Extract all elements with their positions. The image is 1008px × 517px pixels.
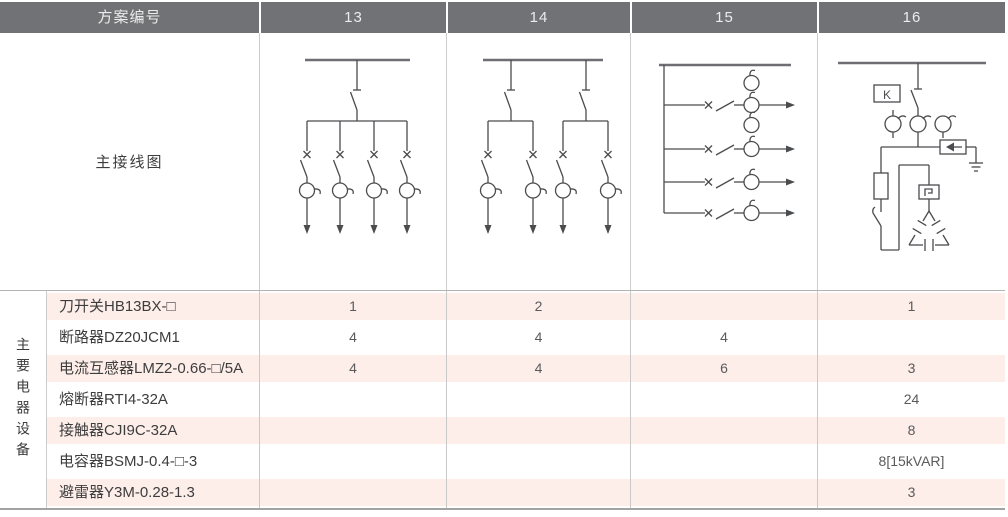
- knife-switch-icon: [349, 59, 362, 122]
- qty-scheme-16: 3: [817, 477, 1005, 508]
- equipment-name: 避雷器Y3M-0.28-1.3: [59, 484, 195, 501]
- table-row: 电流互感器LMZ2-0.66-□/5A 4 4 6 3: [47, 353, 1005, 384]
- break-switch-icon: [872, 206, 882, 227]
- qty-scheme-16: 8: [817, 415, 1005, 446]
- table-row: 接触器CJI9C-32A 8: [47, 415, 1005, 446]
- k-box: [873, 84, 901, 103]
- k-box-label: K: [883, 88, 891, 102]
- equipment-name: 电容器BSMJ-0.4-□-3: [59, 453, 198, 470]
- qty-scheme-13: 4: [259, 353, 446, 384]
- qty-scheme-15: 6: [630, 353, 817, 384]
- qty-scheme-16: 8[15kVAR]: [817, 446, 1005, 477]
- qty-scheme-13: 1: [259, 291, 446, 322]
- qty-scheme-13: [259, 384, 446, 415]
- scheme-15-header: 15: [630, 2, 817, 33]
- table-row: 熔断器RTI4-32A 24: [47, 384, 1005, 415]
- scheme-16-header: 16: [817, 2, 1005, 33]
- current-transformer-icon: [743, 69, 760, 92]
- scheme-14-cell: [446, 33, 630, 290]
- table-header: 方案编号 13 14 15 16: [0, 2, 1005, 33]
- diagram-row-label: 主接线图: [95, 154, 164, 171]
- breaker-ct-feeder: [663, 199, 796, 222]
- table-row: 避雷器Y3M-0.28-1.3 3: [47, 477, 1005, 508]
- qty-scheme-13: [259, 415, 446, 446]
- breaker-ct-feeder: [298, 120, 321, 235]
- equipment-group-label-cell: 主要电器设备: [0, 291, 47, 508]
- surge-arrester-icon: [939, 139, 967, 155]
- equipment-name: 刀开关HB13BX-□: [59, 298, 176, 315]
- current-transformer-icon: [934, 115, 957, 138]
- qty-scheme-14: [446, 446, 630, 477]
- breaker-ct-feeder: [524, 120, 547, 235]
- table-bottom-rule: [0, 508, 1005, 510]
- scheme-16-cell: K: [817, 33, 1005, 290]
- equipment-group-label: 主要电器设备: [15, 336, 31, 463]
- table-row: 电容器BSMJ-0.4-□-3 8[15kVAR]: [47, 446, 1005, 477]
- breaker-ct-feeder: [365, 120, 388, 235]
- breaker-ct-feeder: [663, 135, 796, 158]
- qty-scheme-14: 4: [446, 322, 630, 353]
- qty-scheme-13: [259, 477, 446, 508]
- qty-scheme-14: [446, 415, 630, 446]
- qty-scheme-16: 1: [817, 291, 1005, 322]
- scheme-14-diagram: [479, 58, 622, 235]
- qty-scheme-15: 4: [630, 322, 817, 353]
- ground-icon: [969, 162, 983, 172]
- scheme-13-diagram: [298, 58, 421, 235]
- capacitor-delta-icon: [908, 210, 950, 251]
- qty-scheme-15: [630, 415, 817, 446]
- breaker-ct-feeder: [663, 91, 796, 114]
- knife-switch-icon: [910, 89, 919, 109]
- knife-switch-icon: [503, 59, 516, 122]
- equipment-name: 熔断器RTI4-32A: [59, 391, 168, 408]
- qty-scheme-16: 24: [817, 384, 1005, 415]
- scheme-16-diagram: K: [838, 61, 986, 251]
- qty-scheme-14: [446, 384, 630, 415]
- breaker-ct-feeder: [479, 120, 502, 235]
- qty-scheme-15: [630, 384, 817, 415]
- scheme-number-header: 方案编号: [0, 2, 259, 33]
- scheme-14-header: 14: [446, 2, 630, 33]
- qty-scheme-15: [630, 446, 817, 477]
- equipment-section: 主要电器设备 刀开关HB13BX-□ 1 2 1 断路器DZ20JCM1 4 4…: [0, 291, 1005, 508]
- breaker-ct-feeder: [331, 120, 354, 235]
- current-transformer-icon: [909, 115, 932, 133]
- main-wiring-diagram-row: 主接线图: [0, 33, 1005, 291]
- scheme-15-cell: [630, 33, 817, 290]
- qty-scheme-14: 2: [446, 291, 630, 322]
- qty-scheme-15: [630, 477, 817, 508]
- table-row: 断路器DZ20JCM1 4 4 4: [47, 322, 1005, 353]
- qty-scheme-16: 3: [817, 353, 1005, 384]
- breaker-ct-feeder: [663, 168, 796, 191]
- equipment-name: 电流互感器LMZ2-0.66-□/5A: [59, 360, 244, 377]
- fuse-icon: [873, 172, 889, 200]
- qty-scheme-14: [446, 477, 630, 508]
- qty-scheme-14: 4: [446, 353, 630, 384]
- scheme-13-header: 13: [259, 2, 446, 33]
- breaker-ct-feeder: [599, 120, 622, 235]
- current-transformer-icon: [743, 111, 760, 134]
- qty-scheme-13: 4: [259, 322, 446, 353]
- breaker-ct-feeder: [398, 120, 421, 235]
- qty-scheme-15: [630, 291, 817, 322]
- current-transformer-icon: [884, 110, 907, 138]
- contactor-icon: [918, 184, 940, 200]
- equipment-name: 接触器CJI9C-32A: [59, 422, 178, 439]
- qty-scheme-13: [259, 446, 446, 477]
- breaker-ct-feeder: [554, 120, 577, 235]
- equipment-name: 断路器DZ20JCM1: [59, 329, 180, 346]
- qty-scheme-16: [817, 322, 1005, 353]
- scheme-15-diagram: [659, 63, 796, 222]
- scheme-13-cell: [259, 33, 446, 290]
- table-row: 刀开关HB13BX-□ 1 2 1: [47, 291, 1005, 322]
- knife-switch-icon: [578, 59, 591, 122]
